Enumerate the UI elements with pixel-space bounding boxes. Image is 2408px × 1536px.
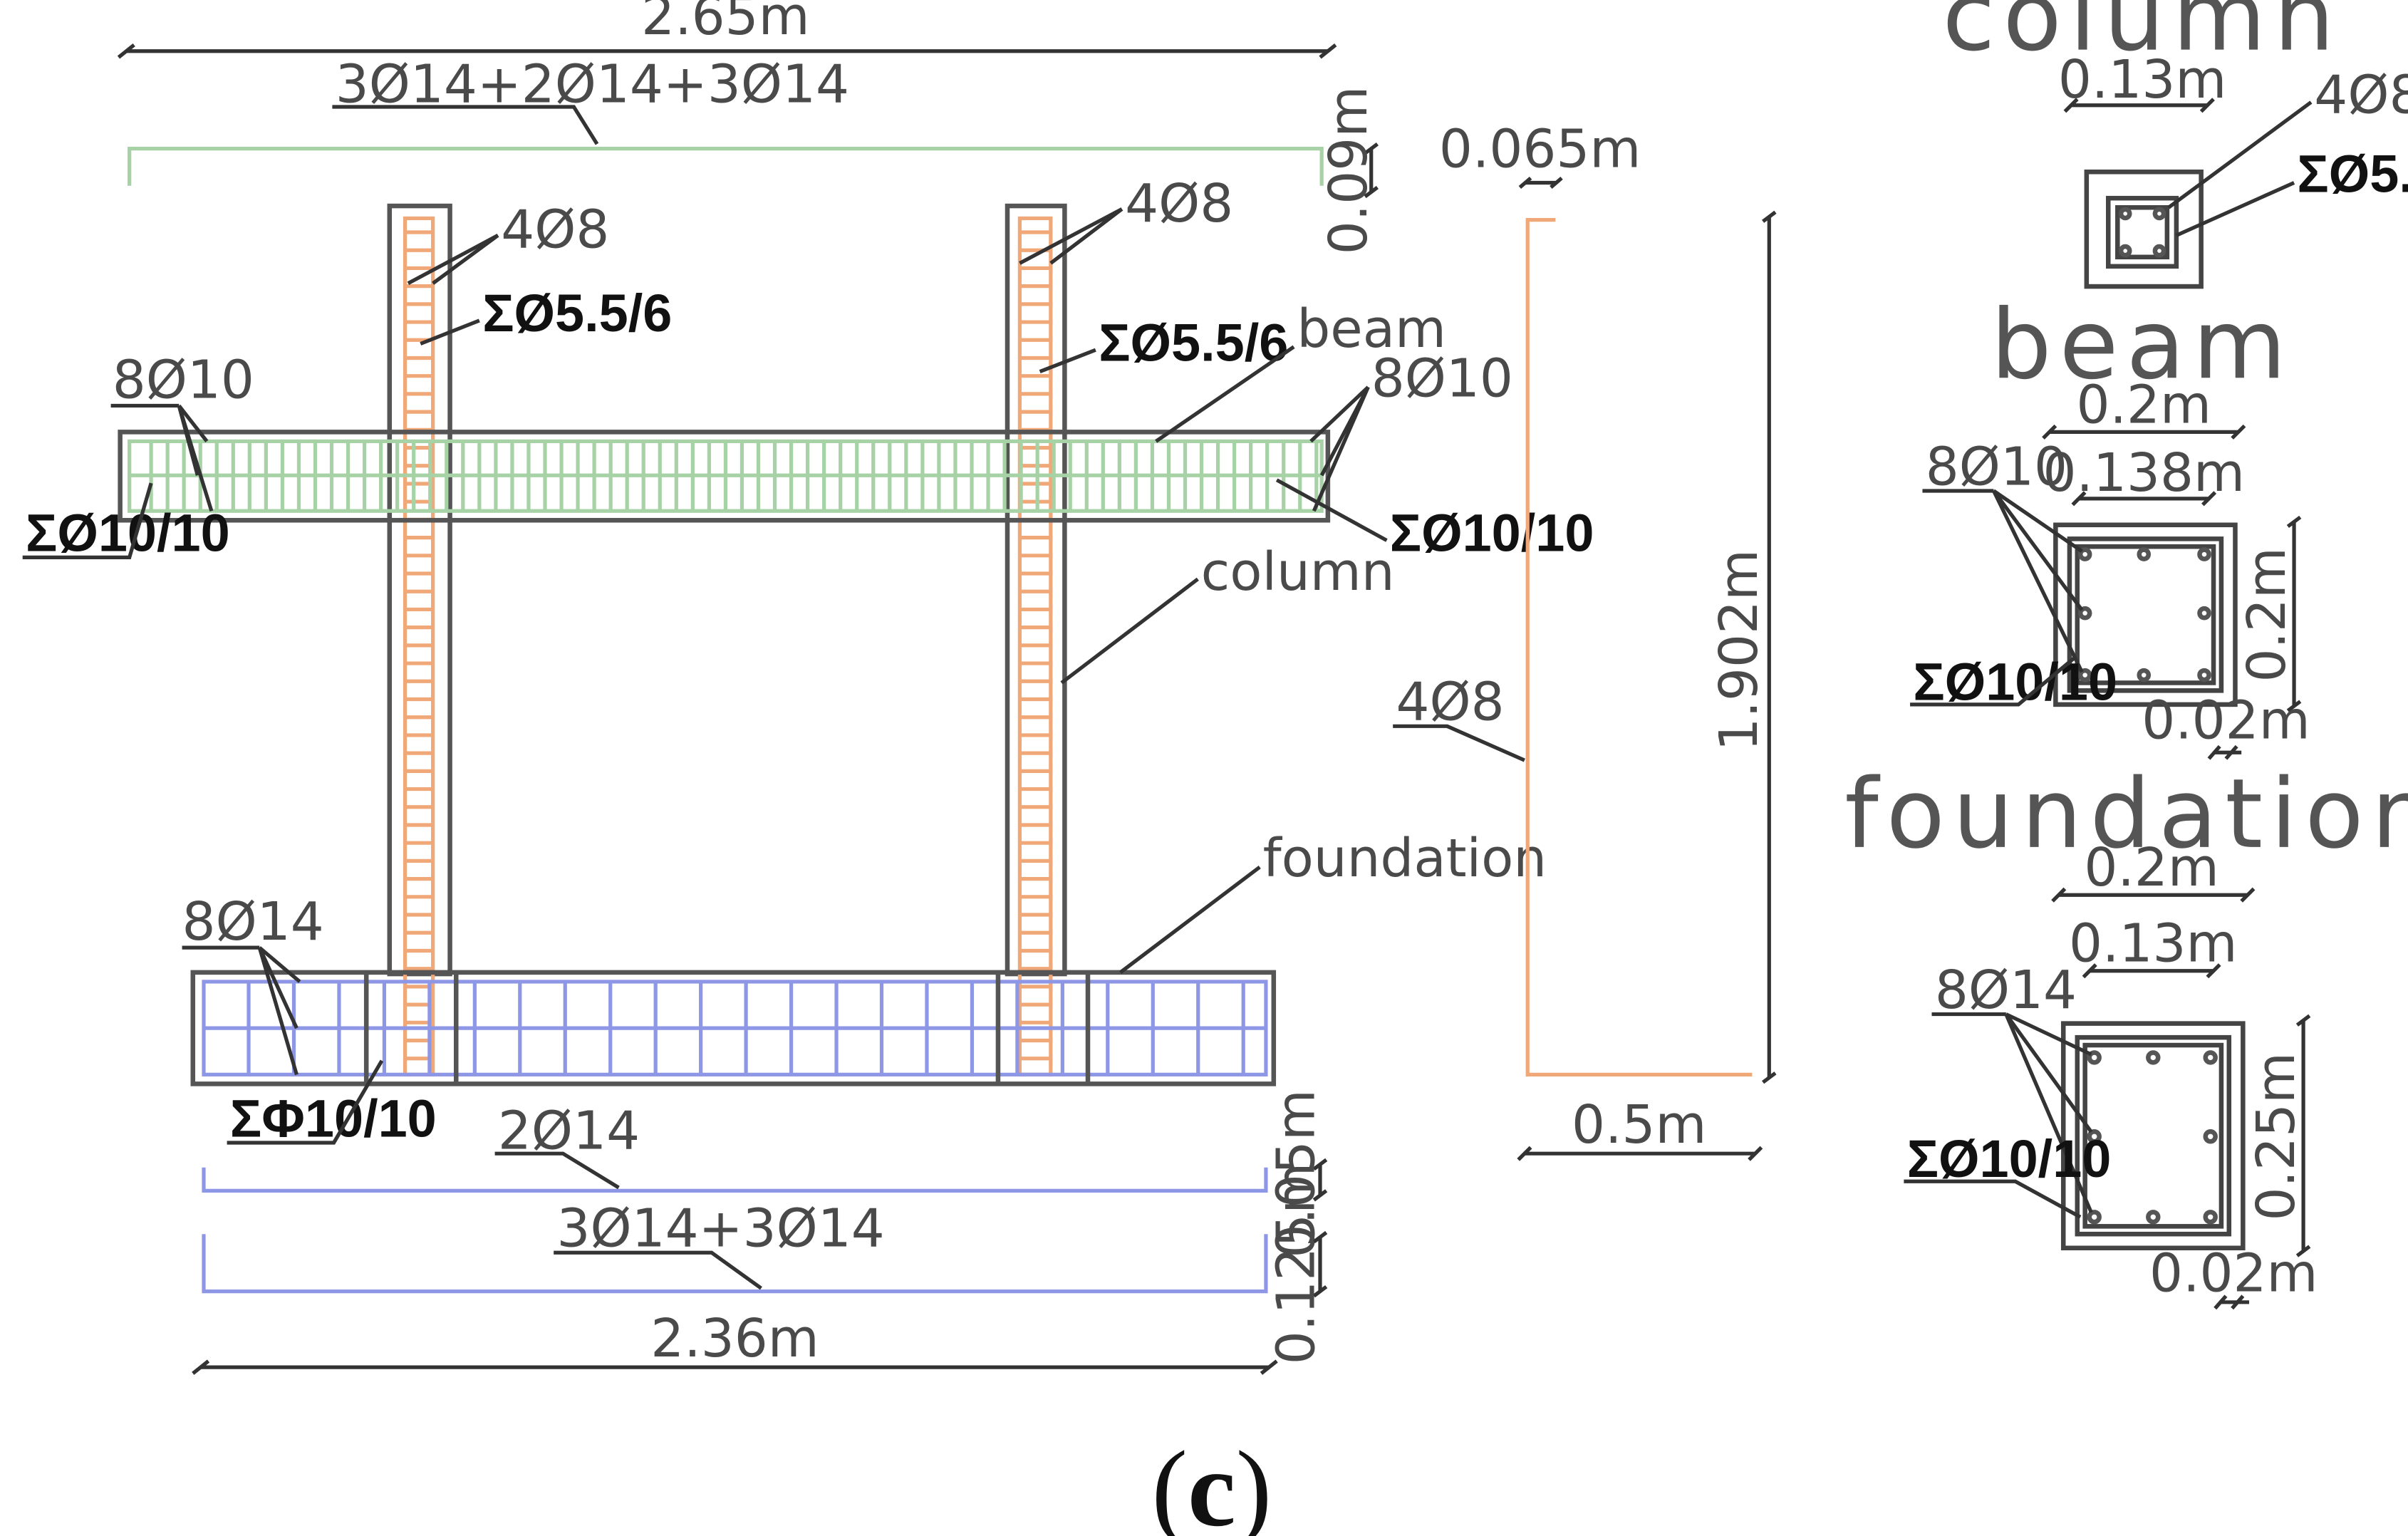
beam-left-main-label: 8Ø10 <box>110 350 254 512</box>
svg-text:ΣØ5.5/6: ΣØ5.5/6 <box>2297 145 2408 204</box>
svg-text:8Ø10: 8Ø10 <box>1926 436 2067 497</box>
svg-text:ΣΦ10/10: ΣΦ10/10 <box>230 1089 437 1148</box>
left-column-main-label: 4Ø8 <box>407 199 609 286</box>
svg-text:8Ø14: 8Ø14 <box>182 891 324 953</box>
svg-text:0.138m: 0.138m <box>2043 442 2245 504</box>
beam <box>118 430 1331 523</box>
dim-overall-top: 2.65m <box>117 0 1337 59</box>
svg-text:3Ø14+2Ø14+3Ø14: 3Ø14+2Ø14+3Ø14 <box>336 53 849 115</box>
frame-elevation: 2.65m 3Ø14+2Ø14+3Ø14 0.09m <box>22 0 1594 1375</box>
right-column <box>1005 203 1067 1076</box>
beam-right-main-label: 8Ø10 <box>1309 348 1513 512</box>
dim-height: 1.902m <box>1708 210 1777 1084</box>
dim-overall-bottom: 2.36m <box>192 1308 1278 1375</box>
svg-text:ΣØ10/10: ΣØ10/10 <box>1913 652 2117 711</box>
beam-label: beam <box>1155 299 1446 443</box>
svg-text:0.2m: 0.2m <box>2236 547 2298 682</box>
section-beam: beam 0.2m 0.138m 8Ø10 ΣØ10/10 0.2m 0 <box>1910 289 2310 760</box>
svg-text:1.902m: 1.902m <box>1708 549 1770 751</box>
svg-text:0.09m: 0.09m <box>1318 86 1379 254</box>
svg-text:beam: beam <box>1991 289 2294 400</box>
right-column-stirrups <box>1019 230 1051 1061</box>
svg-text:0.25m: 0.25m <box>2246 1052 2307 1220</box>
section-foundation: foundation 0.2m 0.13m 8Ø14 ΣØ10/10 0.25m <box>1844 758 2408 1310</box>
svg-text:ΣØ10/10: ΣØ10/10 <box>26 504 230 563</box>
foundation-label: foundation <box>1119 828 1547 974</box>
svg-text:0.065m: 0.065m <box>1439 119 1641 180</box>
foundation-main-label: 8Ø14 <box>182 891 324 1076</box>
figure-caption: (c) <box>1151 1428 1272 1536</box>
foundation-stirrup-label: ΣΦ10/10 <box>227 1059 437 1148</box>
svg-text:8Ø14: 8Ø14 <box>1935 960 2077 1021</box>
svg-text:0.13m: 0.13m <box>2058 49 2226 110</box>
svg-text:0.2m: 0.2m <box>2077 374 2211 435</box>
svg-text:4Ø8: 4Ø8 <box>1396 672 1505 733</box>
svg-text:0.02m: 0.02m <box>2142 690 2310 752</box>
column-bar-detail: 0.065m 1.902m 4Ø8 0.5m <box>1393 119 1777 1161</box>
svg-text:0.2m: 0.2m <box>2084 837 2218 898</box>
beam-right-stirrup-label: ΣØ10/10 <box>1275 478 1594 563</box>
dim-base: 0.5m <box>1517 1094 1763 1161</box>
right-column-stirrup-label: ΣØ5.5/6 <box>1039 313 1288 374</box>
section-column: column 0.13m 4Ø8 ΣØ5.5/6 <box>1942 0 2408 289</box>
left-column-stirrup-label: ΣØ5.5/6 <box>420 284 672 346</box>
beam-stirrups <box>149 441 1319 512</box>
svg-text:4Ø8: 4Ø8 <box>1125 173 1233 234</box>
svg-text:8Ø10: 8Ø10 <box>1371 348 1513 409</box>
svg-text:column: column <box>1942 0 2342 73</box>
foundation <box>190 970 1277 1086</box>
svg-text:foundation: foundation <box>1844 758 2408 870</box>
svg-text:4Ø8: 4Ø8 <box>2314 65 2408 126</box>
right-column-main-label: 4Ø8 <box>1019 173 1233 265</box>
svg-text:2Ø14: 2Ø14 <box>498 1101 640 1162</box>
svg-text:4Ø8: 4Ø8 <box>501 199 609 261</box>
foundation-bar-2-shape: 3Ø14+3Ø14 0.125m <box>202 1163 1328 1364</box>
svg-text:ΣØ10/10: ΣØ10/10 <box>1390 504 1594 563</box>
svg-text:0.13m: 0.13m <box>2069 913 2237 975</box>
beam-left-stirrup-label: ΣØ10/10 <box>22 482 230 563</box>
dim-hook: 0.065m <box>1439 119 1641 189</box>
foundation-bar-1-shape: 2Ø14 0.05m <box>202 1089 1328 1258</box>
svg-text:0.125m: 0.125m <box>1265 1163 1327 1364</box>
bar-label: 4Ø8 <box>1393 672 1525 762</box>
svg-text:0.02m: 0.02m <box>2149 1243 2318 1304</box>
left-column-stirrups <box>405 230 433 1061</box>
svg-text:0.5m: 0.5m <box>1572 1094 1706 1156</box>
foundation-stirrups <box>246 981 1245 1075</box>
svg-text:foundation: foundation <box>1263 828 1547 889</box>
svg-text:2.65m: 2.65m <box>641 0 809 47</box>
svg-text:2.36m: 2.36m <box>650 1308 819 1369</box>
svg-text:column: column <box>1201 541 1395 603</box>
svg-text:ΣØ5.5/6: ΣØ5.5/6 <box>482 284 672 343</box>
svg-text:3Ø14+3Ø14: 3Ø14+3Ø14 <box>557 1198 885 1260</box>
svg-text:ΣØ10/10: ΣØ10/10 <box>1907 1129 2112 1188</box>
svg-text:ΣØ5.5/6: ΣØ5.5/6 <box>1099 313 1288 372</box>
beam-top-bar-shape: 3Ø14+2Ø14+3Ø14 0.09m <box>128 53 1379 254</box>
column-label: column <box>1060 541 1395 685</box>
svg-text:8Ø10: 8Ø10 <box>113 350 254 411</box>
svg-text:0.05m: 0.05m <box>1265 1089 1327 1257</box>
svg-text:beam: beam <box>1297 299 1446 360</box>
